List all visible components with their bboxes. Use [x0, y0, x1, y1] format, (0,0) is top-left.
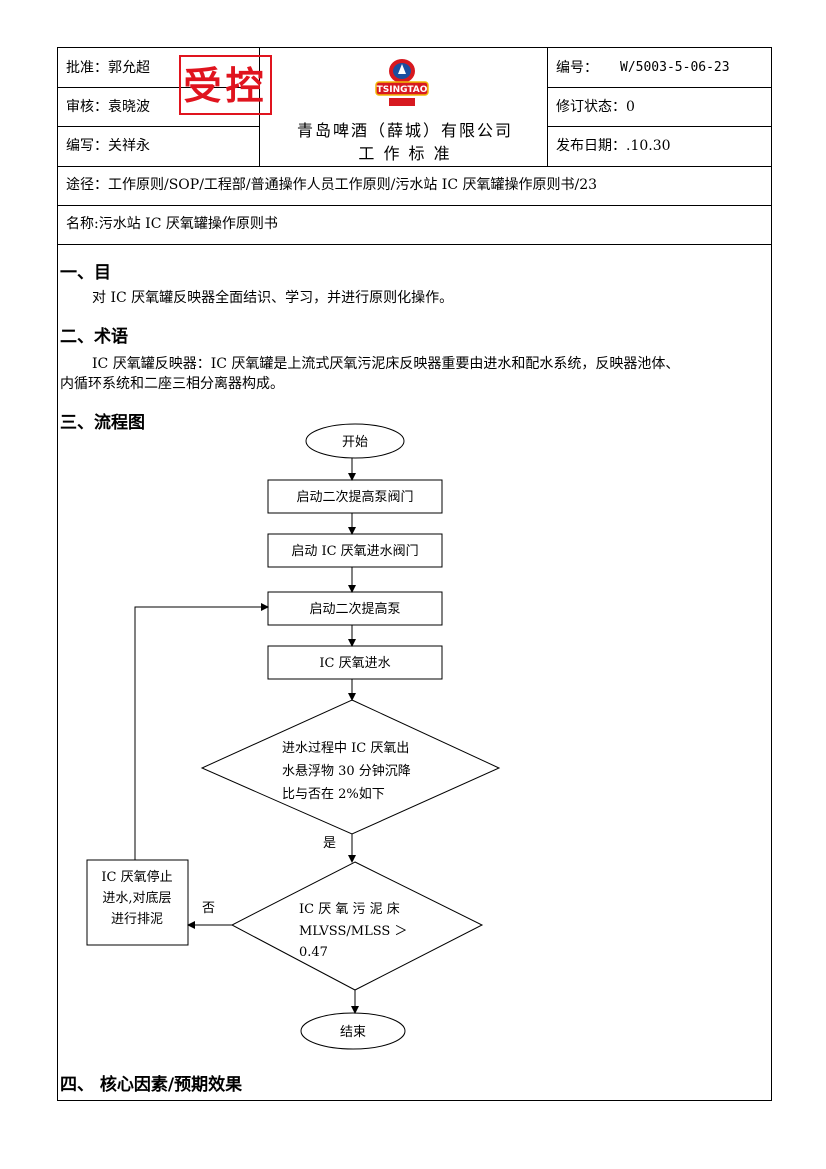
row-divider	[57, 244, 772, 245]
row-divider	[57, 126, 259, 127]
decision1-line2: 水悬浮物 30 分钟沉降	[282, 763, 411, 779]
controlled-stamp: 受控	[179, 55, 272, 115]
decision2-line3: 0.47	[299, 945, 328, 960]
doc-number: W/5003-5-06-23	[620, 60, 730, 75]
step3-label: 启动二次提高泵	[309, 601, 400, 617]
company-name: 青岛啤酒（薛城）有限公司	[296, 121, 513, 140]
row-divider	[547, 126, 772, 127]
reviewer: 审核：袁晓波	[66, 99, 150, 115]
decision1-line1: 进水过程中 IC 厌氧出	[282, 741, 409, 756]
document-frame	[57, 47, 772, 1101]
side-line3: 进行排泥	[111, 912, 163, 927]
section-2-body-line1: IC 厌氧罐反映器：IC 厌氧罐是上流式厌氧污泥床反映器重要由进水和配水系统，反…	[92, 356, 680, 372]
writer: 编写：关祥永	[66, 138, 150, 154]
doc-number-label: 编号：	[556, 60, 598, 76]
decision1-line3: 比与否在 2%如下	[282, 786, 385, 802]
side-line2: 进水,对底层	[102, 890, 171, 906]
section-3-title: 三、流程图	[60, 413, 145, 433]
step4-label: IC 厌氧进水	[319, 656, 390, 671]
side-box	[86, 859, 189, 946]
col-divider	[259, 47, 260, 166]
logo-text: TSINGTAO	[377, 85, 428, 95]
decision2-line1: IC 厌 氧 污 泥 床	[299, 902, 400, 917]
section-2-title: 二、术语	[60, 327, 128, 347]
no-label: 否	[202, 901, 215, 916]
release-date: 发布日期：.10.30	[556, 138, 671, 154]
end-label: 结束	[340, 1025, 366, 1040]
row-divider	[57, 87, 259, 88]
start-node	[305, 423, 405, 459]
row-divider	[57, 205, 772, 206]
tsingtao-logo-icon: TSINGTAO	[375, 59, 429, 106]
name-row: 名称:污水站 IC 厌氧罐操作原则书	[66, 216, 278, 232]
section-1-title: 一、目	[60, 263, 111, 283]
decision2-line2: MLVSS/MLSS ＞	[299, 924, 407, 939]
section-1-body: 对 IC 厌氧罐反映器全面结识、学习，并进行原则化操作。	[92, 290, 454, 306]
col-divider	[547, 47, 548, 166]
revision-status: 修订状态：0	[556, 99, 635, 115]
row-divider	[547, 87, 772, 88]
loop-arrow	[134, 603, 269, 860]
path-row: 途径：工作原则/SOP/工程部/普通操作人员工作原则/污水站 IC 厌氧罐操作原…	[66, 177, 598, 193]
row-divider	[57, 166, 772, 167]
section-2-body-line2: 内循环系统和二座三相分离器构成。	[60, 376, 284, 392]
yes-label: 是	[323, 836, 336, 851]
side-line1: IC 厌氧停止	[101, 869, 172, 885]
start-label: 开始	[342, 435, 368, 450]
step2-label: 启动 IC 厌氧进水阀门	[291, 544, 418, 559]
section-4-title: 四、 核心因素/预期效果	[60, 1075, 243, 1095]
approver: 批准：郭允超	[66, 60, 150, 76]
step1-label: 启动二次提高泵阀门	[296, 489, 413, 505]
doc-type: 工 作 标 准	[358, 144, 452, 163]
